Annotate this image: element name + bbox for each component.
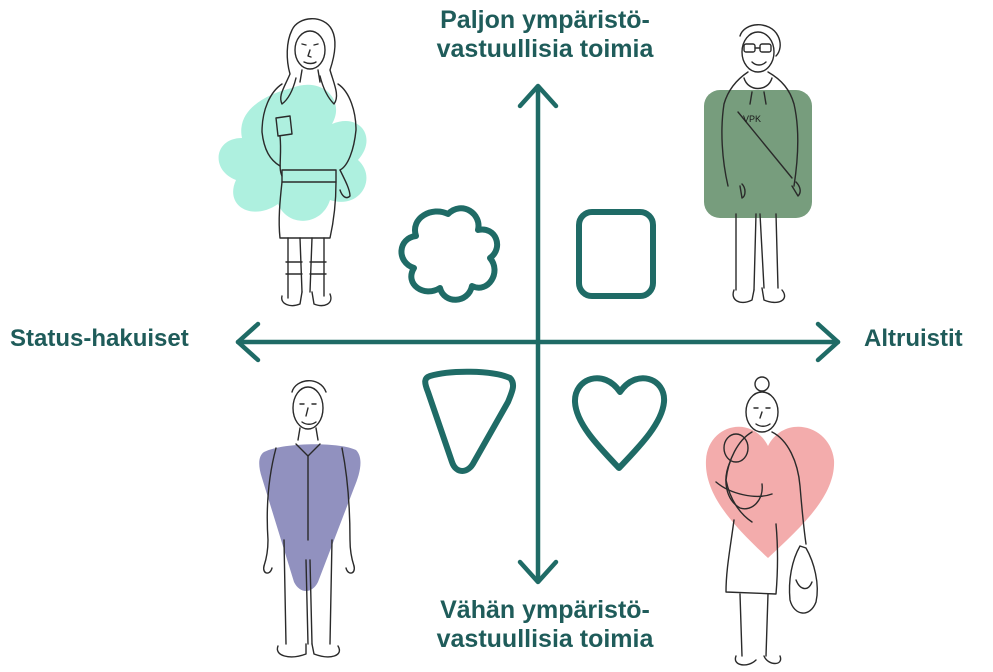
figure-bottom-right <box>705 376 835 666</box>
arrow-down-icon <box>517 559 559 585</box>
triangle-icon <box>422 368 517 474</box>
arrow-left-icon <box>235 321 261 363</box>
square-icon <box>576 209 656 299</box>
axis-label-bottom-line1: Vähän ympäristö- <box>440 596 650 624</box>
axis-label-right: Altruistit <box>864 325 963 352</box>
heart-icon <box>571 375 668 471</box>
figure-top-left <box>218 18 367 307</box>
axis-label-bottom-line2: vastuullisia toimia <box>436 624 654 653</box>
square-blob <box>704 90 812 218</box>
axis-label-left: Status-hakuiset <box>10 325 189 352</box>
figure-top-right: VPK <box>704 24 812 304</box>
triangle-blob <box>259 444 361 591</box>
flower-blob <box>218 84 367 221</box>
axis-label-top-line2: vastuullisia toimia <box>436 34 654 63</box>
shirt-text: VPK <box>743 114 761 124</box>
figure-bottom-left <box>259 380 361 658</box>
heart-blob <box>705 426 835 558</box>
flower-icon <box>398 205 501 303</box>
arrow-up-icon <box>517 83 559 109</box>
axis-label-bottom: Vähän ympäristö- vastuullisia toimia <box>380 596 710 654</box>
axes <box>235 83 841 585</box>
axis-label-top: Paljon ympäristö- vastuullisia toimia <box>380 6 710 64</box>
arrow-right-icon <box>815 321 841 363</box>
axis-label-top-line1: Paljon ympäristö- <box>440 6 650 34</box>
